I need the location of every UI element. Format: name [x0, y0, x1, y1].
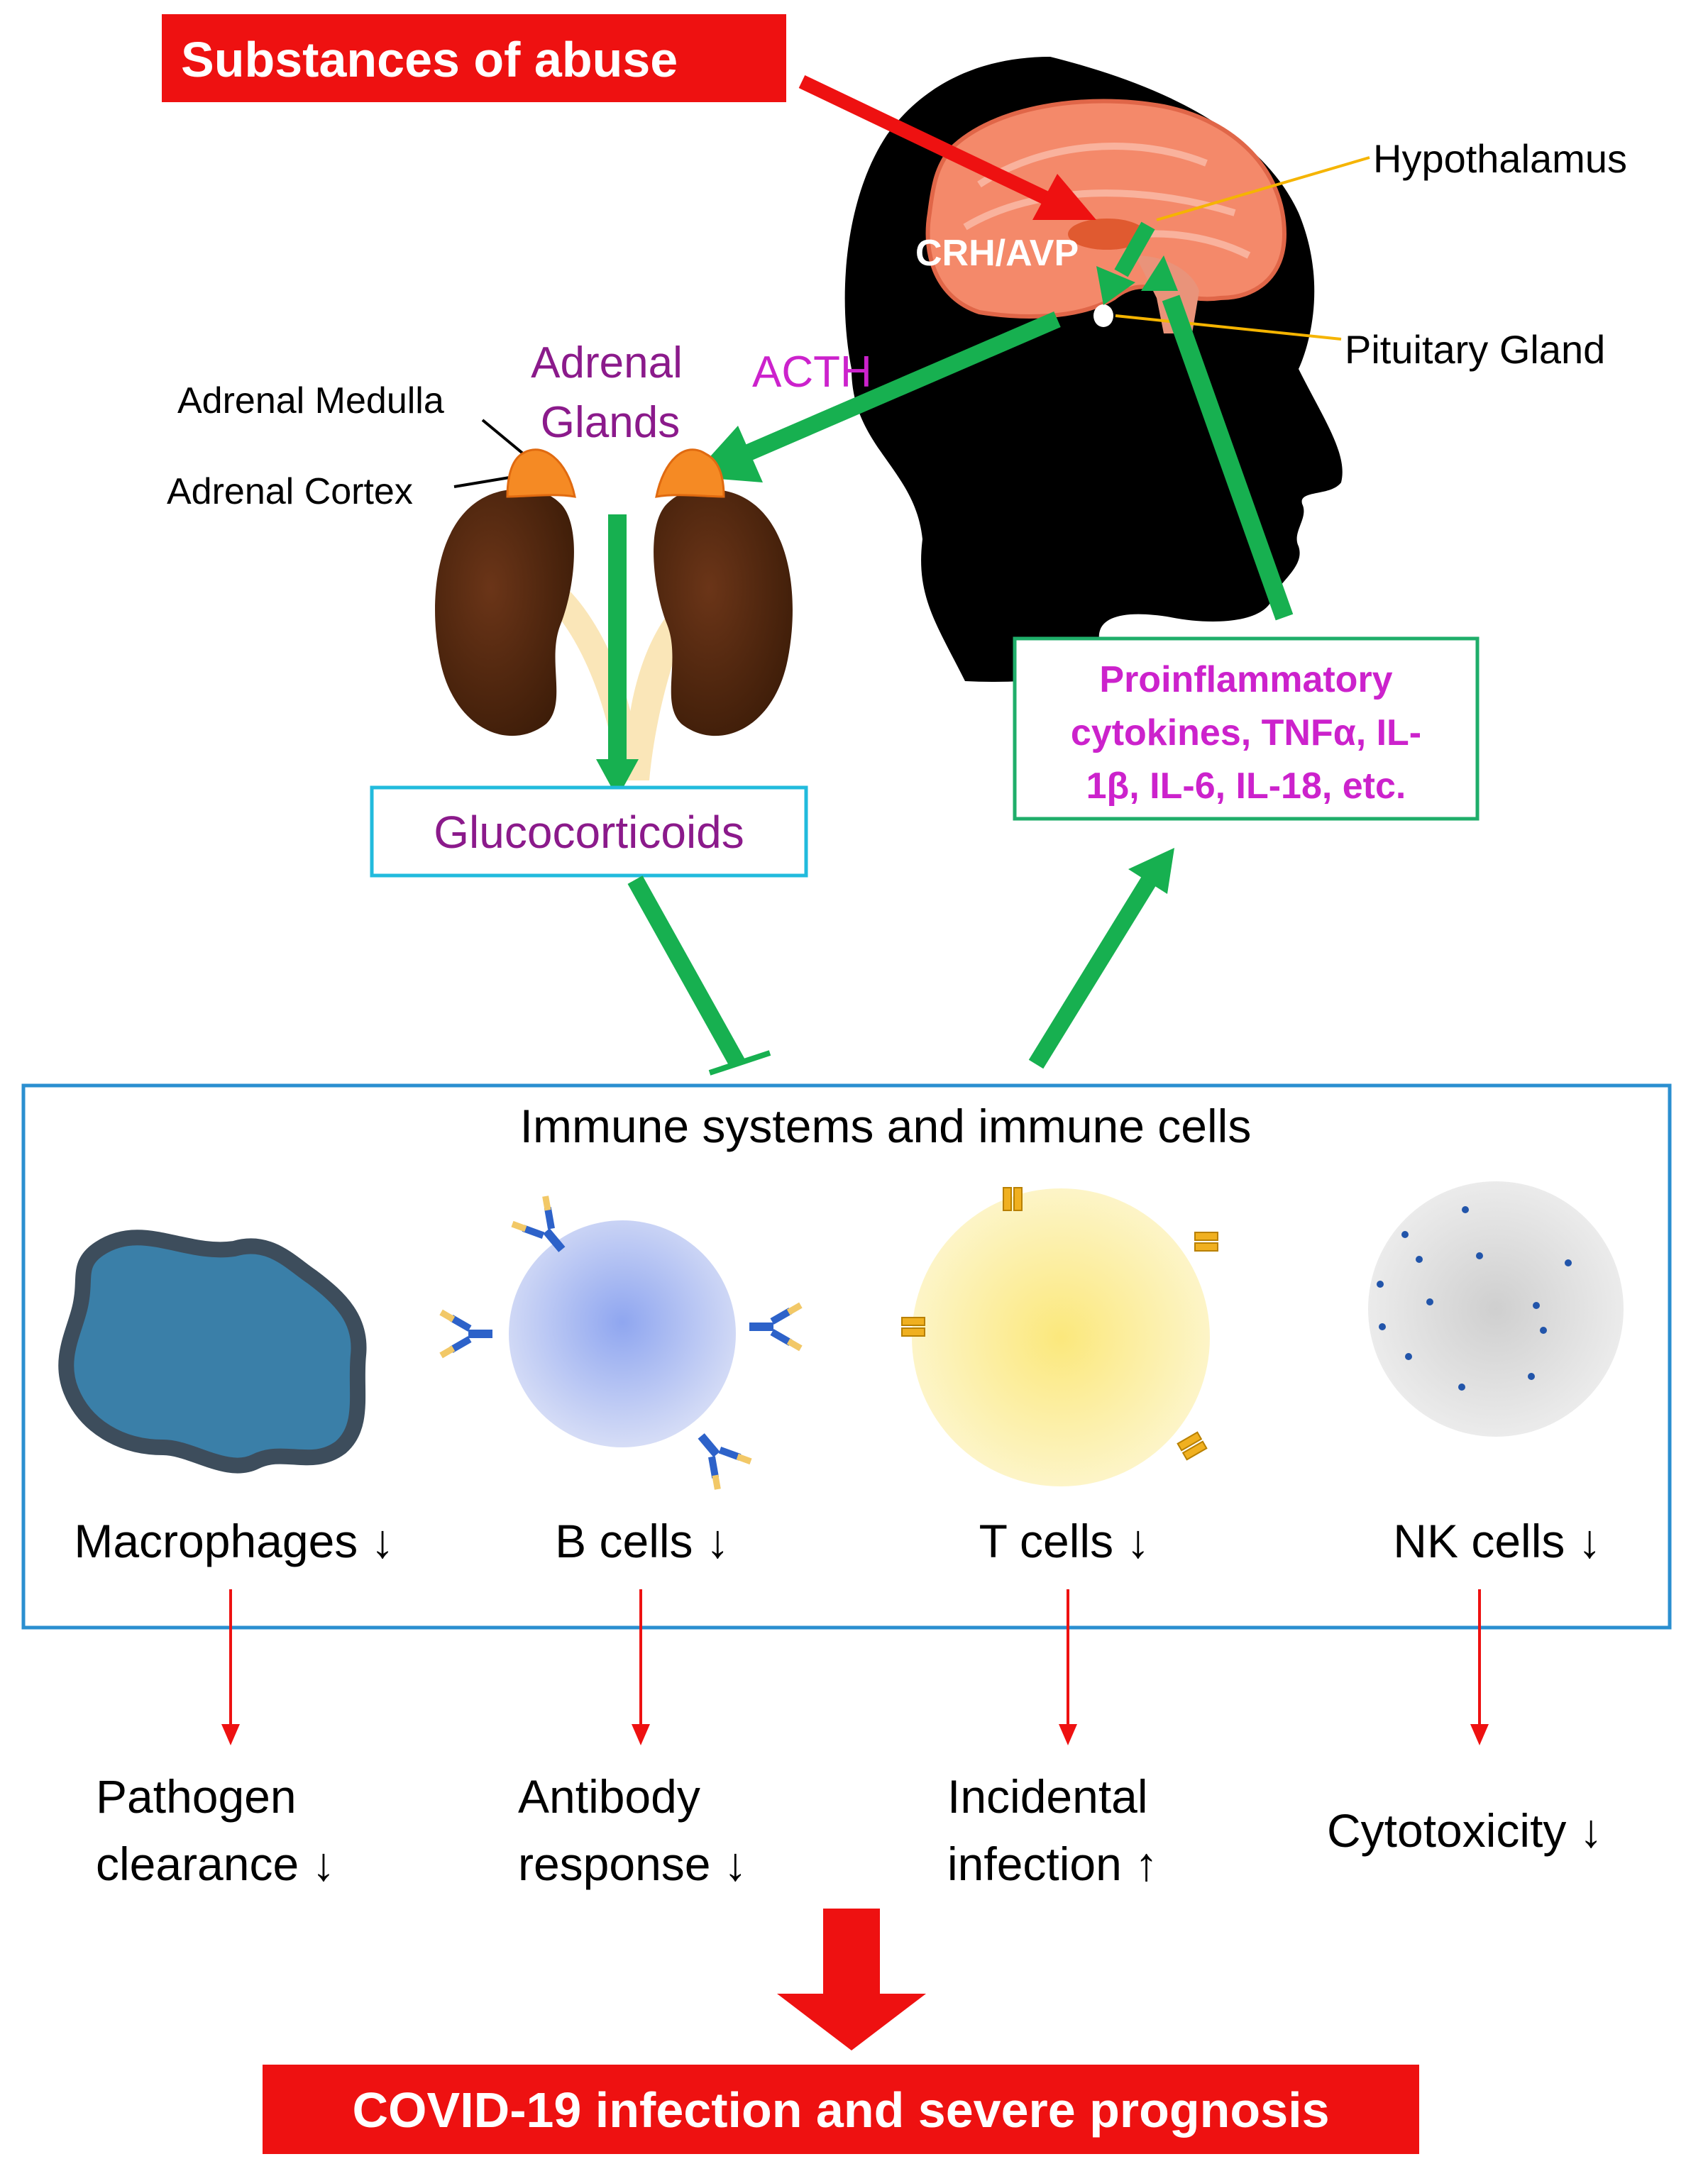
cytokine-up-arrowhead	[1141, 255, 1178, 291]
pathogen-clearance-line2: clearance ↓	[96, 1838, 336, 1890]
incidental-infection-line2: infection ↑	[947, 1838, 1158, 1890]
cytotoxicity-label: Cytotoxicity ↓	[1327, 1804, 1603, 1857]
antibody-response-line2: response ↓	[518, 1838, 747, 1890]
cytokines-to-brain-arrow	[1162, 294, 1294, 621]
b-cells-label: B cells ↓	[555, 1515, 729, 1567]
substances-box	[162, 14, 786, 102]
pathogen-clearance-line1: Pathogen	[96, 1770, 297, 1823]
left-adrenal-gland	[506, 448, 576, 498]
substances-arrowhead	[1032, 174, 1096, 220]
nk-cell	[1368, 1181, 1624, 1437]
adrenal-cortex-label: Adrenal Cortex	[167, 471, 413, 512]
adrenal-glands-line2: Glands	[541, 398, 680, 447]
hypothalamus-pointer	[1156, 156, 1370, 221]
adrenal-glands-line1: Adrenal	[531, 338, 683, 387]
crh-down-arrow	[1114, 221, 1155, 277]
brain-cortex	[925, 99, 1287, 319]
head-illustration	[844, 57, 1343, 682]
result-label: COVID-19 infection and severe prognosis	[353, 2082, 1330, 2138]
cytokines-line3: 1β, IL-6, IL-18, etc.	[1086, 766, 1406, 807]
cytokines-line2: cytokines, TNFα, IL-	[1071, 712, 1421, 753]
right-adrenal-gland	[655, 448, 725, 498]
right-ureter	[624, 596, 699, 780]
acth-arrow	[742, 311, 1061, 463]
substances-label: Substances of abuse	[181, 32, 678, 87]
b-cell	[439, 1193, 803, 1493]
pituitary-label: Pituitary Gland	[1345, 327, 1605, 372]
outcome-arrows	[221, 1589, 1489, 1745]
cytokines-line1: Proinflammatory	[1099, 659, 1392, 700]
macrophage-cell	[58, 1230, 367, 1474]
hypothalamus-region	[1068, 219, 1146, 250]
incidental-infection-line1: Incidental	[947, 1770, 1148, 1823]
substances-arrow	[798, 74, 1054, 207]
macrophages-label: Macrophages ↓	[74, 1515, 394, 1567]
antibody-response-line1: Antibody	[518, 1770, 700, 1823]
glucocorticoids-box	[370, 785, 808, 878]
hypothalamus-label: Hypothalamus	[1373, 136, 1627, 181]
acth-label: ACTH	[752, 348, 872, 397]
adrenal-medulla-label: Adrenal Medulla	[177, 380, 444, 421]
immune-to-cytokines-arrowhead	[1128, 848, 1174, 894]
right-kidney	[654, 489, 793, 736]
pituitary-pointer	[1115, 314, 1342, 341]
left-kidney	[435, 489, 574, 736]
adrenal-to-glucocorticoids-arrowhead	[596, 759, 639, 798]
t-cells-label: T cells ↓	[979, 1515, 1150, 1567]
pituitary-gland-shape	[1093, 304, 1113, 327]
result-arrow	[777, 1909, 926, 2050]
result-box	[263, 2065, 1419, 2154]
t-cell	[901, 1187, 1218, 1486]
immune-title: Immune systems and immune cells	[520, 1100, 1252, 1152]
glucocorticoid-inhibition-bar	[708, 1050, 771, 1076]
cytokines-box	[1013, 636, 1480, 821]
crh-down-arrowhead	[1096, 266, 1135, 305]
crh-avp-label: CRH/AVP	[915, 233, 1079, 274]
glucocorticoid-inhibition-line	[627, 876, 746, 1069]
immune-to-cytokines-arrow	[1028, 875, 1157, 1069]
nk-cells-label: NK cells ↓	[1393, 1515, 1601, 1567]
glucocorticoids-label: Glucocorticoids	[434, 807, 744, 858]
